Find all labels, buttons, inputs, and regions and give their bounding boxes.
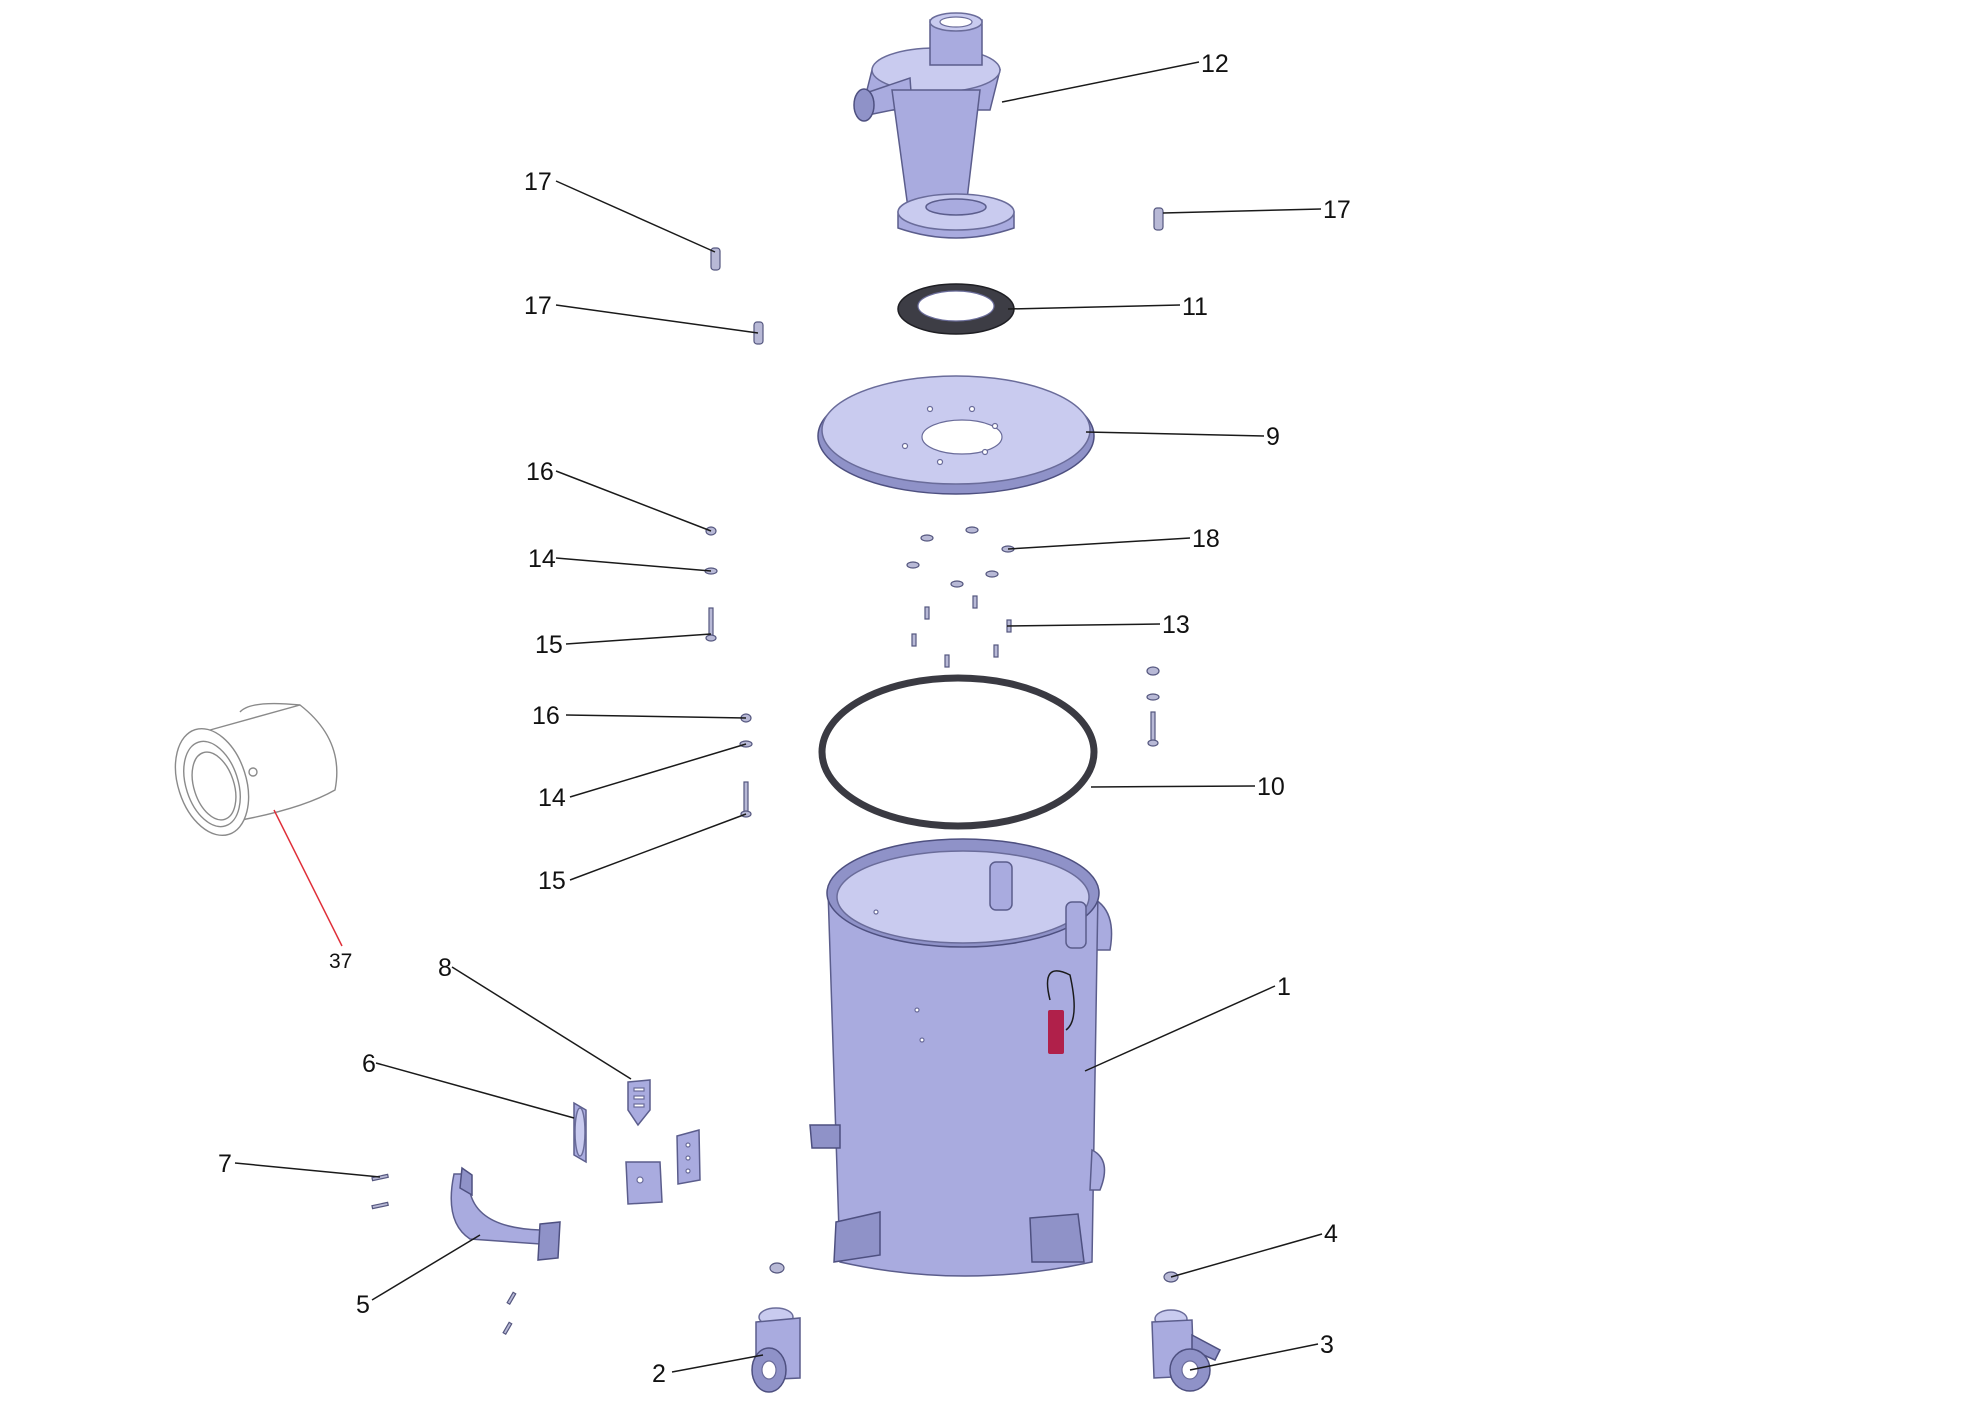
hardware-stack-upper-left xyxy=(704,526,718,642)
callout-18: 18 xyxy=(1192,525,1220,553)
leader-lines xyxy=(234,61,1323,1373)
caster-wheel-part-2 xyxy=(751,1262,801,1393)
lid-plate-part xyxy=(817,375,1095,495)
bracket-part-8 xyxy=(627,1079,651,1127)
terminal-block-part xyxy=(676,1129,701,1185)
pin-part-17-left-upper xyxy=(710,247,721,271)
hardware-stack-lower-left xyxy=(739,713,753,818)
callout-37: 37 xyxy=(329,950,352,973)
hardware-stack-right xyxy=(1146,666,1160,747)
caster-wheel-part-3 xyxy=(1151,1309,1221,1392)
plate-part xyxy=(625,1161,663,1205)
callout-12: 12 xyxy=(1201,50,1229,78)
callout-1: 1 xyxy=(1277,973,1291,1001)
accessory-part-37 xyxy=(174,702,338,837)
washers-part-18 xyxy=(906,526,1015,588)
callout-5: 5 xyxy=(356,1291,370,1319)
callout-17-left-lower: 17 xyxy=(524,292,552,320)
callout-10: 10 xyxy=(1257,773,1285,801)
callout-9: 9 xyxy=(1266,423,1280,451)
callout-4: 4 xyxy=(1324,1220,1338,1248)
handle-part xyxy=(450,1166,561,1336)
callout-11: 11 xyxy=(1182,293,1208,321)
flange-gasket-part xyxy=(897,283,1015,335)
cyclone-separator-part xyxy=(853,12,1015,239)
sealing-ring-part xyxy=(818,674,1098,830)
callout-14-upper: 14 xyxy=(528,545,556,573)
callout-14-lower: 14 xyxy=(538,784,566,812)
callout-16-upper: 16 xyxy=(526,458,554,486)
callout-3: 3 xyxy=(1320,1331,1334,1359)
callout-6: 6 xyxy=(362,1050,376,1078)
callout-2: 2 xyxy=(652,1360,666,1388)
callout-labels: 12 17 17 17 11 9 16 18 14 13 15 16 14 10… xyxy=(218,50,1351,1388)
label-badge xyxy=(1048,1010,1064,1054)
callout-17-left-upper: 17 xyxy=(524,168,552,196)
callout-17-right: 17 xyxy=(1323,196,1351,224)
callout-16-lower: 16 xyxy=(532,702,560,730)
pin-part-17-right xyxy=(1153,207,1164,231)
callout-8: 8 xyxy=(438,954,452,982)
drum-container-part xyxy=(809,838,1113,1277)
callout-7: 7 xyxy=(218,1150,232,1178)
callout-13: 13 xyxy=(1162,611,1190,639)
end-cap-part-6 xyxy=(573,1101,587,1164)
screws-part-7 xyxy=(371,1173,389,1210)
screws-part-13 xyxy=(911,595,1012,668)
callout-15-upper: 15 xyxy=(535,631,563,659)
callout-15-lower: 15 xyxy=(538,867,566,895)
